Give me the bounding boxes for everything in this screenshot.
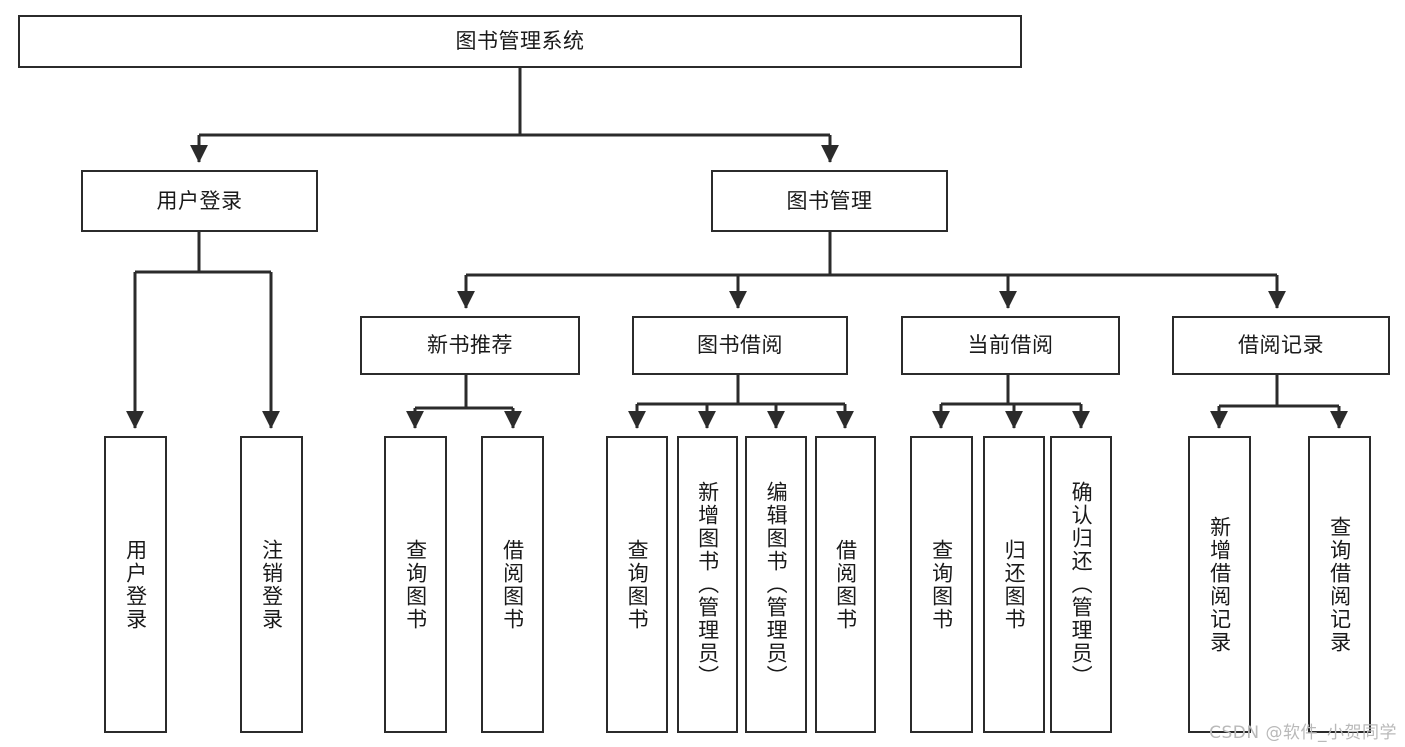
leaf-confirm-return-admin[interactable]: 确认归还（管理员） — [1050, 436, 1112, 733]
leaf-logout[interactable]: 注销登录 — [240, 436, 303, 733]
node-user-login[interactable]: 用户登录 — [81, 170, 318, 232]
leaf-edit-book-admin[interactable]: 编辑图书（管理员） — [745, 436, 807, 733]
leaf-user-login-label: 用户登录 — [123, 538, 148, 631]
leaf-query-book-recommend[interactable]: 查询图书 — [384, 436, 447, 733]
leaf-query-book-current-label: 查询图书 — [929, 538, 954, 631]
leaf-add-book-admin[interactable]: 新增图书（管理员） — [677, 436, 738, 733]
node-new-book-recommend-label: 新书推荐 — [427, 333, 513, 358]
leaf-borrow-book-recommend[interactable]: 借阅图书 — [481, 436, 544, 733]
node-root-label: 图书管理系统 — [455, 29, 585, 54]
leaf-logout-label: 注销登录 — [259, 538, 284, 631]
node-book-management-label: 图书管理 — [786, 188, 873, 213]
leaf-return-book-label: 归还图书 — [1002, 538, 1027, 631]
node-root[interactable]: 图书管理系统 — [18, 15, 1022, 68]
leaf-borrow-book[interactable]: 借阅图书 — [815, 436, 876, 733]
leaf-query-book-current[interactable]: 查询图书 — [910, 436, 973, 733]
node-book-borrow[interactable]: 图书借阅 — [632, 316, 848, 375]
leaf-query-book-borrow-label: 查询图书 — [625, 538, 650, 631]
leaf-query-borrow-record[interactable]: 查询借阅记录 — [1308, 436, 1371, 733]
node-current-borrow[interactable]: 当前借阅 — [901, 316, 1120, 375]
leaf-borrow-book-label: 借阅图书 — [833, 538, 858, 631]
leaf-add-book-admin-label: 新增图书（管理员） — [695, 481, 720, 688]
node-book-borrow-label: 图书借阅 — [697, 333, 783, 358]
leaf-confirm-return-admin-label: 确认归还（管理员） — [1069, 481, 1094, 688]
node-new-book-recommend[interactable]: 新书推荐 — [360, 316, 580, 375]
leaf-add-borrow-record-label: 新增借阅记录 — [1207, 515, 1232, 654]
leaf-edit-book-admin-label: 编辑图书（管理员） — [764, 481, 789, 688]
leaf-borrow-book-recommend-label: 借阅图书 — [500, 538, 525, 631]
leaf-query-book-recommend-label: 查询图书 — [403, 538, 428, 631]
leaf-query-borrow-record-label: 查询借阅记录 — [1327, 515, 1352, 654]
leaf-user-login[interactable]: 用户登录 — [104, 436, 167, 733]
node-borrow-records[interactable]: 借阅记录 — [1172, 316, 1390, 375]
node-current-borrow-label: 当前借阅 — [967, 333, 1054, 358]
node-book-management[interactable]: 图书管理 — [711, 170, 948, 232]
leaf-add-borrow-record[interactable]: 新增借阅记录 — [1188, 436, 1251, 733]
node-user-login-label: 用户登录 — [156, 188, 243, 213]
leaf-return-book[interactable]: 归还图书 — [983, 436, 1045, 733]
node-borrow-records-label: 借阅记录 — [1238, 333, 1324, 358]
leaf-query-book-borrow[interactable]: 查询图书 — [606, 436, 668, 733]
